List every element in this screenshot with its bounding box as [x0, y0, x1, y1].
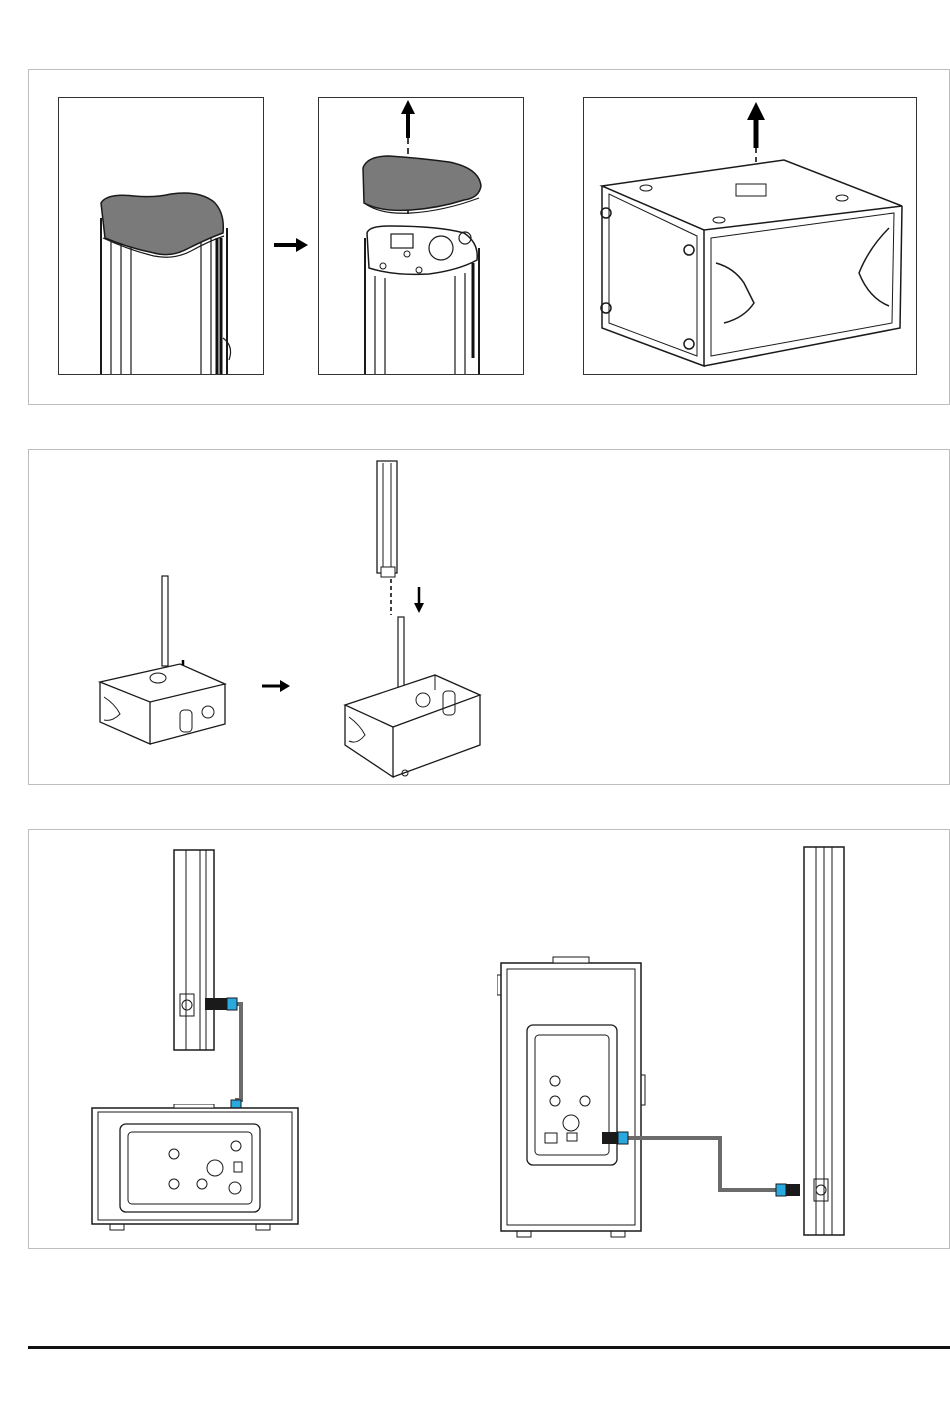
column-cover-lifted-frame [318, 97, 524, 375]
column-top-with-cover-frame [58, 97, 264, 375]
subwoofer-rear-panel-illustration [90, 1104, 305, 1234]
arrow-right-icon [272, 235, 312, 255]
column-mount-on-pole-illustration [335, 455, 495, 785]
arrow-right-icon [260, 676, 300, 696]
speaker-cable-right [600, 1130, 820, 1200]
tall-column-speaker-illustration [800, 843, 850, 1238]
column-cover-lifted-illustration [319, 98, 524, 375]
pole-insert-subwoofer-illustration [90, 572, 250, 752]
column-top-with-cover-illustration [59, 98, 264, 375]
footer-rule [28, 1346, 950, 1349]
subwoofer-cover-removal-illustration [584, 98, 917, 375]
subwoofer-cover-removal-frame [583, 97, 917, 375]
